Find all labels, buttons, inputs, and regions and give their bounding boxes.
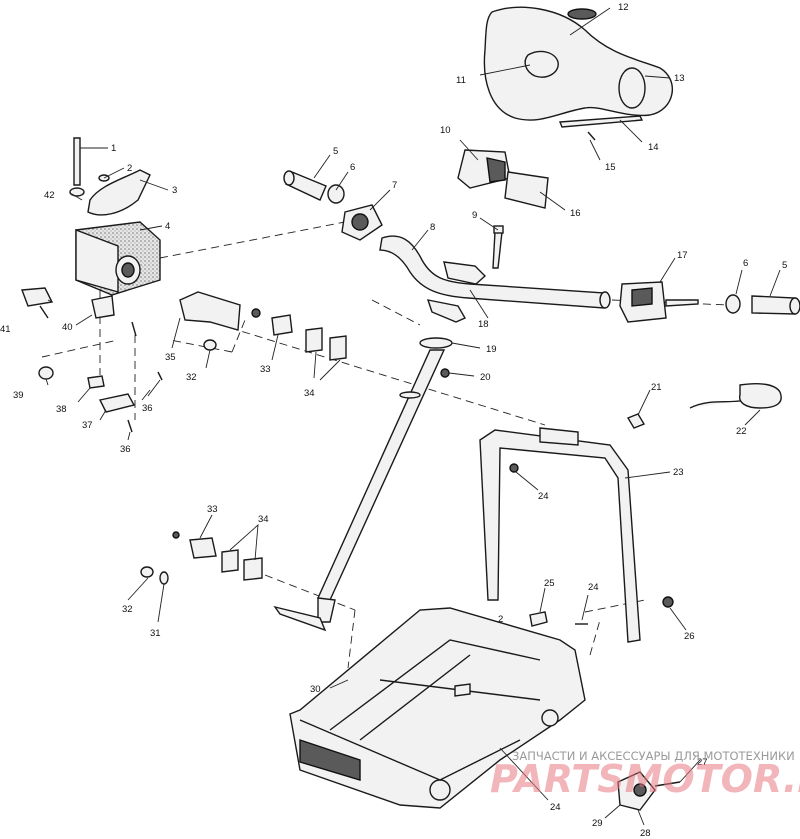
callout-5: 5 bbox=[333, 146, 338, 157]
seat-cushion bbox=[483, 6, 673, 141]
callout-6b: 6 bbox=[743, 258, 748, 269]
callout-3: 3 bbox=[172, 185, 177, 196]
lower-clamps bbox=[140, 531, 263, 585]
watermark-logo: PARTSMOTOR.RU bbox=[490, 757, 800, 801]
callout-33a: 33 bbox=[207, 504, 218, 515]
mount-bracket bbox=[21, 287, 115, 319]
callout-27: 27 bbox=[697, 757, 708, 768]
callout-40: 40 bbox=[62, 322, 73, 333]
callout-11: 11 bbox=[456, 75, 466, 86]
chassis-frame bbox=[289, 607, 588, 809]
callout-21: 21 bbox=[651, 382, 662, 393]
handlebar-clamps bbox=[426, 261, 487, 323]
callout-12: 12 bbox=[618, 2, 629, 13]
callout-1: 1 bbox=[111, 143, 116, 154]
left-grip bbox=[283, 170, 345, 204]
callout-39: 39 bbox=[13, 390, 24, 401]
callout-32b: 32 bbox=[186, 372, 197, 383]
callout-33b: 33 bbox=[260, 364, 271, 375]
callout-6: 6 bbox=[350, 162, 355, 173]
callout-9: 9 bbox=[472, 210, 477, 221]
callout-37: 37 bbox=[82, 420, 93, 431]
left-hardware bbox=[38, 291, 347, 433]
callout-42: 42 bbox=[44, 190, 55, 201]
callout-24a: 24 bbox=[538, 491, 549, 502]
right-control bbox=[619, 281, 800, 323]
rear-loop bbox=[479, 383, 782, 643]
callout-16: 16 bbox=[570, 208, 581, 219]
headlight-pod bbox=[69, 137, 161, 296]
callout-4: 4 bbox=[165, 221, 170, 232]
callout-15: 15 bbox=[605, 162, 616, 173]
callout-31: 31 bbox=[150, 628, 161, 639]
callout-19: 19 bbox=[486, 344, 497, 355]
callout-26: 26 bbox=[684, 631, 695, 642]
callout-29: 29 bbox=[592, 818, 603, 829]
callout-22: 22 bbox=[736, 426, 747, 437]
front-cap bbox=[617, 771, 681, 811]
steering-column bbox=[273, 337, 453, 632]
callout-10: 10 bbox=[440, 125, 451, 136]
callout-20: 20 bbox=[480, 372, 491, 383]
callout-41: 41 bbox=[0, 324, 11, 335]
callout-36a: 36 bbox=[142, 403, 153, 414]
callout-2: 2 bbox=[127, 163, 132, 174]
callout-30: 30 bbox=[310, 684, 321, 695]
callout-7: 7 bbox=[392, 180, 397, 191]
callout-13: 13 bbox=[674, 73, 685, 84]
callout-24c: 24 bbox=[550, 802, 561, 813]
watermark-caption: ЗАПЧАСТИ И АКСЕССУАРЫ ДЛЯ МОТОТЕХНИКИ bbox=[512, 749, 795, 763]
callout-34b: 34 bbox=[304, 388, 315, 399]
throttle-block bbox=[341, 204, 383, 241]
callout-35: 35 bbox=[165, 352, 176, 363]
callout-25: 25 bbox=[544, 578, 555, 589]
callout-2b: 2 bbox=[498, 614, 503, 625]
callout-23: 23 bbox=[673, 467, 684, 478]
handlebar bbox=[379, 235, 611, 309]
callout-17: 17 bbox=[677, 250, 688, 261]
bolt-9 bbox=[492, 225, 504, 269]
callout-14: 14 bbox=[648, 142, 659, 153]
callout-32a: 32 bbox=[122, 604, 133, 615]
callout-38: 38 bbox=[56, 404, 67, 415]
switch-housing bbox=[457, 149, 549, 209]
watermark: ЗАПЧАСТИ И АКСЕССУАРЫ ДЛЯ МОТОТЕХНИКИ PA… bbox=[490, 749, 800, 801]
callout-8: 8 bbox=[430, 222, 435, 233]
callout-24b: 24 bbox=[588, 582, 599, 593]
callout-18: 18 bbox=[478, 319, 489, 330]
callout-34a: 34 bbox=[258, 514, 269, 525]
callout-5b: 5 bbox=[782, 260, 787, 271]
callout-28: 28 bbox=[640, 828, 651, 839]
leader-lines bbox=[45, 7, 781, 826]
callout-36b: 36 bbox=[120, 444, 131, 455]
